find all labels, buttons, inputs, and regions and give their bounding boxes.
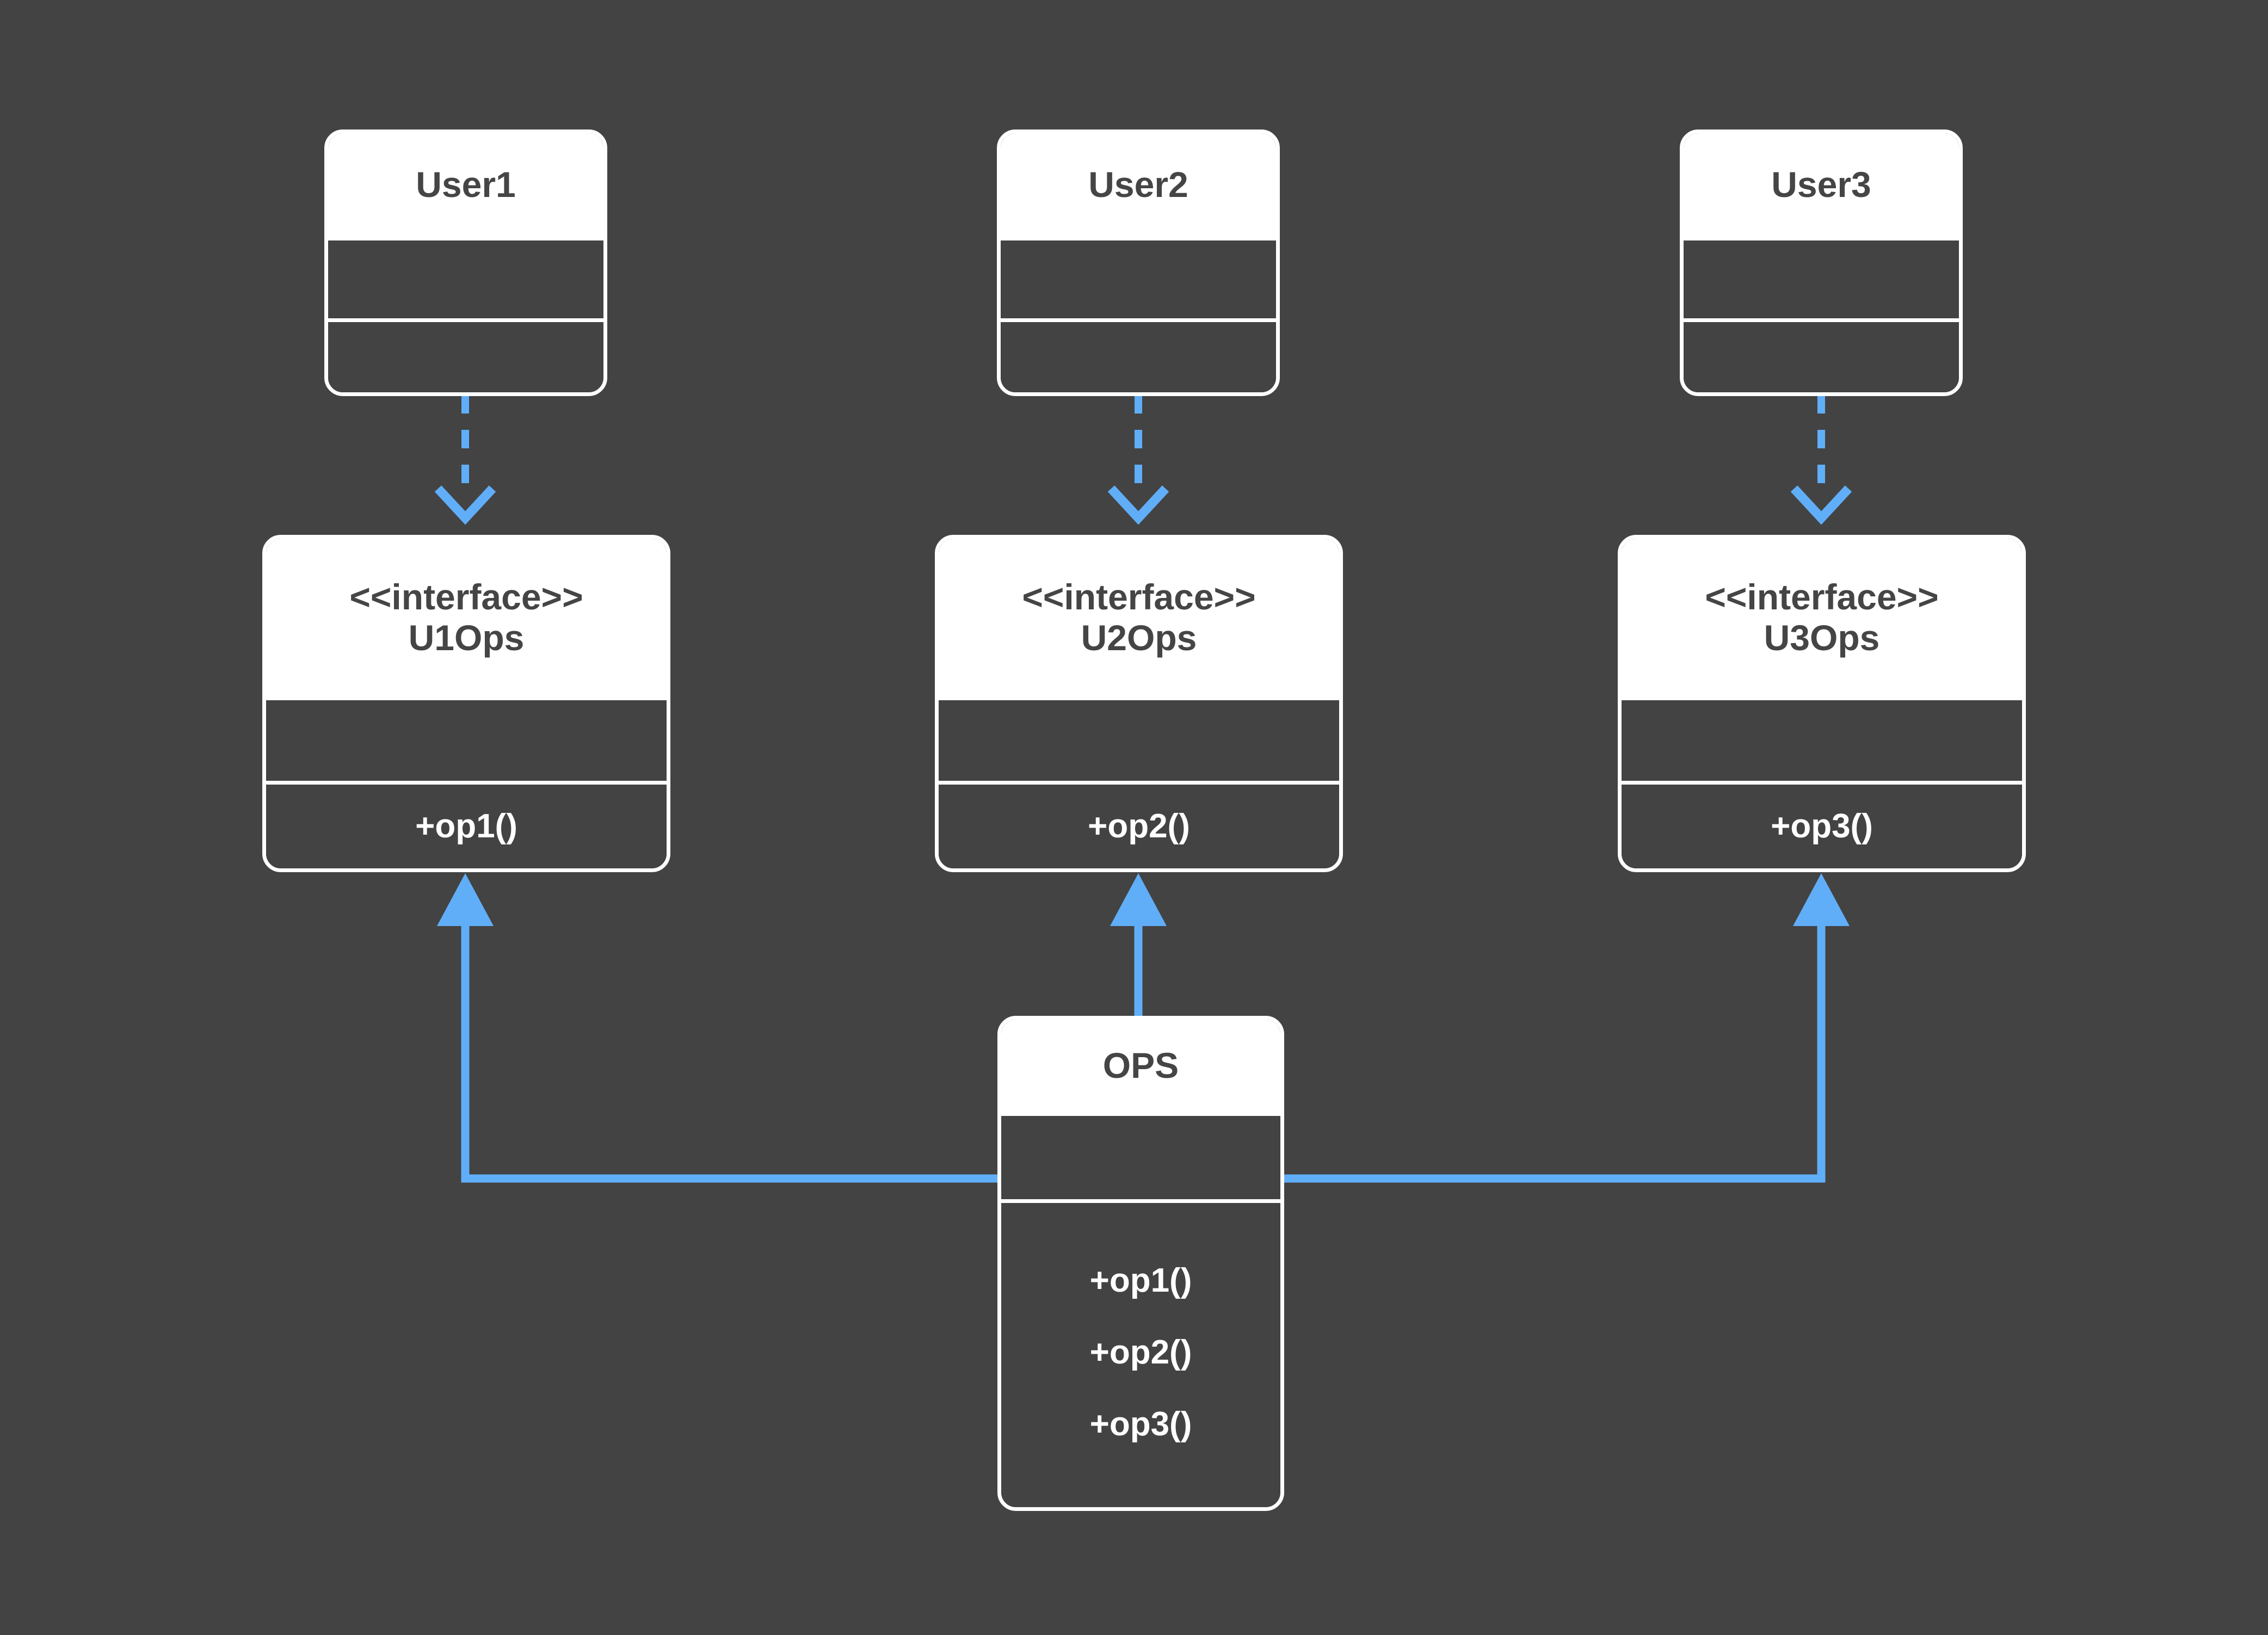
operation-item: +op3() [1089, 1405, 1192, 1443]
stereotype-label-u2ops: <<interface>> [1022, 576, 1256, 617]
operation-item: +op2() [1088, 807, 1190, 845]
interface-box-u2ops[interactable]: <<interface>> U2Ops +op2() [935, 535, 1343, 872]
filled-triangle-arrowhead-icon [1793, 873, 1850, 926]
class-header-user2: User2 [1001, 133, 1276, 237]
open-arrowhead-icon [434, 485, 496, 525]
realization-line [461, 920, 999, 1183]
open-arrowhead-icon [1790, 485, 1852, 525]
interface-box-u1ops[interactable]: <<interface>> U1Ops +op1() [262, 535, 670, 872]
operations-compartment-user3 [1684, 318, 1959, 392]
operations-compartment-u2ops: +op2() [939, 781, 1339, 868]
attributes-compartment-user3 [1684, 237, 1959, 318]
realization-line [1283, 920, 1826, 1183]
operation-item: +op3() [1771, 807, 1873, 845]
operations-compartment-user1 [328, 318, 603, 392]
attributes-compartment-ops [1001, 1112, 1280, 1199]
interface-header-u2ops: <<interface>> U2Ops [939, 539, 1339, 696]
interface-header-u1ops: <<interface>> U1Ops [266, 539, 667, 696]
class-name-user2: User2 [1088, 164, 1188, 205]
dependency-user3-u3ops [1790, 395, 1852, 525]
interface-name-u3ops: U3Ops [1764, 618, 1880, 658]
filled-triangle-arrowhead-icon [437, 873, 494, 926]
class-name-user3: User3 [1771, 164, 1871, 205]
class-name-user1: User1 [416, 164, 516, 205]
class-header-user1: User1 [328, 133, 603, 237]
realization-ops-u3ops [1283, 873, 1850, 1183]
interface-name-u2ops: U2Ops [1081, 618, 1197, 658]
operation-item: +op1() [1089, 1261, 1192, 1299]
class-box-user1[interactable]: User1 [324, 129, 607, 396]
interface-name-u1ops: U1Ops [408, 618, 525, 658]
interface-header-u3ops: <<interface>> U3Ops [1622, 539, 2022, 696]
operations-compartment-user2 [1001, 318, 1276, 392]
class-box-user2[interactable]: User2 [997, 129, 1280, 396]
attributes-compartment-u2ops [939, 696, 1339, 781]
dependency-user1-u1ops [434, 395, 496, 525]
stereotype-label-u1ops: <<interface>> [349, 576, 583, 617]
dependency-user2-u2ops [1107, 395, 1169, 525]
operation-item: +op2() [1089, 1333, 1192, 1371]
operations-compartment-ops: +op1() +op2() +op3() [1001, 1199, 1280, 1507]
operation-item: +op1() [415, 807, 517, 845]
open-arrowhead-icon [1107, 485, 1169, 525]
class-header-user3: User3 [1684, 133, 1959, 237]
attributes-compartment-user2 [1001, 237, 1276, 318]
attributes-compartment-user1 [328, 237, 603, 318]
realization-ops-u1ops [437, 873, 999, 1183]
class-box-user3[interactable]: User3 [1680, 129, 1963, 396]
class-box-ops[interactable]: OPS +op1() +op2() +op3() [997, 1016, 1284, 1511]
realization-ops-u2ops [1110, 873, 1167, 1019]
attributes-compartment-u3ops [1622, 696, 2022, 781]
interface-box-u3ops[interactable]: <<interface>> U3Ops +op3() [1618, 535, 2026, 872]
operations-compartment-u3ops: +op3() [1622, 781, 2022, 868]
filled-triangle-arrowhead-icon [1110, 873, 1167, 926]
class-header-ops: OPS [1001, 1020, 1280, 1112]
attributes-compartment-u1ops [266, 696, 667, 781]
class-name-ops: OPS [1102, 1045, 1179, 1086]
stereotype-label-u3ops: <<interface>> [1705, 576, 1939, 617]
operations-compartment-u1ops: +op1() [266, 781, 667, 868]
